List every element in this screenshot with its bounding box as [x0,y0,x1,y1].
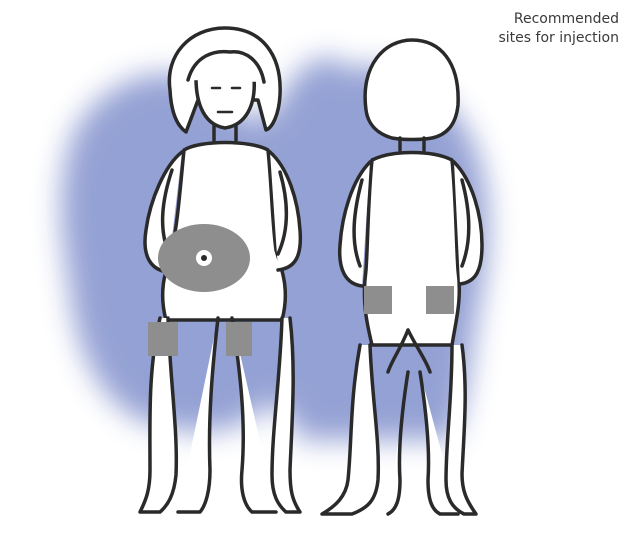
back-hair [365,40,458,140]
right-thigh-injection-site [226,322,252,356]
right-buttock-injection-site [426,286,454,314]
left-thigh-injection-site [148,322,178,356]
left-buttock-injection-site [364,286,392,314]
